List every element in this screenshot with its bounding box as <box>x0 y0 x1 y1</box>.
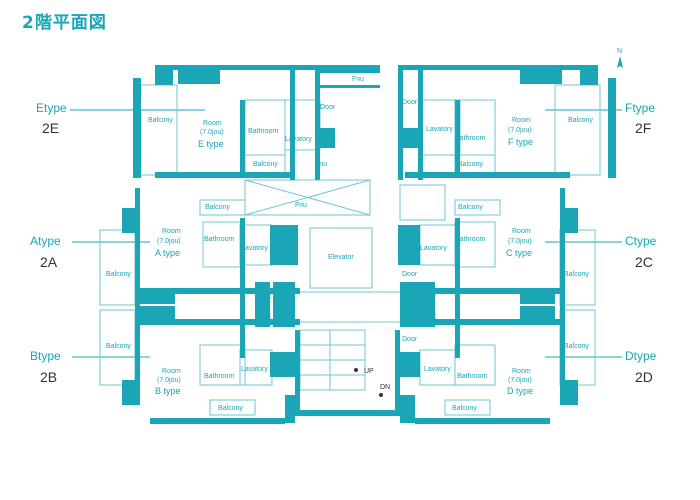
mb-e: MB <box>322 135 333 142</box>
closet-f: Closet <box>527 73 547 80</box>
mb-c: MB <box>402 303 413 310</box>
type-code-d: 2D <box>635 369 653 385</box>
type-label-c: Ctype <box>625 234 657 248</box>
fnu-top: Fnu <box>352 76 364 83</box>
lavatory-f: Lavatory <box>426 126 453 133</box>
room-labels: Balcony Closet Room (7.0jou) E type Bath… <box>106 73 593 412</box>
dn-label: DN <box>380 384 390 391</box>
up-label: UP <box>364 368 374 375</box>
balcony-c2: Balcony <box>564 271 589 278</box>
wic-a: WIC <box>258 294 272 301</box>
balcony-a: Balcony <box>205 204 230 211</box>
bathroom-d: Bathroom <box>457 373 488 380</box>
elevator: Elevator <box>328 254 354 261</box>
balcony-f: Balcony <box>568 117 593 124</box>
size-b: (7.0jou) <box>157 377 181 384</box>
walls <box>122 65 616 424</box>
balcony-e: Balcony <box>148 117 173 124</box>
balcony-b2: Balcony <box>106 343 131 350</box>
balcony-b: Balcony <box>218 405 243 412</box>
mb-b: MB <box>278 362 289 369</box>
lavatory-c: Lavatory <box>420 245 447 252</box>
room-e: Room <box>203 120 222 127</box>
door-f: Door <box>402 99 418 106</box>
closet-a: Closet <box>145 295 165 302</box>
room-a: Room <box>162 228 181 235</box>
type-label-b: Btype <box>30 349 61 363</box>
door-c: Door <box>402 271 418 278</box>
room-type-b: B type <box>155 386 181 396</box>
balcony-d: Balcony <box>452 405 477 412</box>
page-title: 2階平面図 <box>22 13 107 33</box>
wic-d: WIC <box>423 314 437 321</box>
stair-markers <box>354 368 383 397</box>
type-label-d: Dtype <box>625 349 657 363</box>
closet-d: Closet <box>525 312 545 319</box>
balcony-d2: Balcony <box>564 343 589 350</box>
room-f: Room <box>512 117 531 124</box>
room-type-a: A type <box>155 248 180 258</box>
size-e: (7.0jou) <box>200 129 224 136</box>
north-arrow: N <box>617 48 623 68</box>
door-a: Door <box>276 289 292 296</box>
fnu-center: Fnu <box>295 202 307 209</box>
door-e: Door <box>320 104 336 111</box>
lavatory-b: Lavatory <box>241 366 268 373</box>
type-code-a: 2A <box>40 254 58 270</box>
type-label-a: Atype <box>30 234 61 248</box>
balcony-a2: Balcony <box>106 271 131 278</box>
bathroom-f: Bathroom <box>455 135 486 142</box>
wic-b: WIC <box>258 314 272 321</box>
size-c: (7.0jou) <box>508 238 532 245</box>
room-type-d: D type <box>507 386 533 396</box>
bathroom-e: Bathroom <box>248 128 279 135</box>
lavatory-e: Lavatory <box>285 136 312 143</box>
wic-c: WIC <box>423 294 437 301</box>
lavatory-d: Lavatory <box>424 366 451 373</box>
closet-e: Closet <box>187 73 207 80</box>
balcony-c: Balcony <box>458 204 483 211</box>
type-code-b: 2B <box>40 369 58 385</box>
balcony-f2: Balcony <box>458 161 483 168</box>
size-f: (7.0jou) <box>508 127 532 134</box>
room-type-c: C type <box>506 248 532 258</box>
size-a: (7.0jou) <box>157 238 181 245</box>
room-c: Room <box>512 228 531 235</box>
closet-b: Closet <box>145 312 165 319</box>
room-type-e: E type <box>198 139 224 149</box>
room-type-f: F type <box>508 137 533 147</box>
bathroom-b: Bathroom <box>204 373 235 380</box>
mb-f: MB <box>402 140 413 147</box>
door-d: Door <box>402 336 418 343</box>
north-label: N <box>617 48 622 55</box>
size-d: (7.0jou) <box>508 377 532 384</box>
type-code-c: 2C <box>635 254 653 270</box>
type-label-f: Ftype <box>625 101 656 115</box>
balcony-e2: Balcony <box>253 161 278 168</box>
lavatory-a: Lavatory <box>241 245 268 252</box>
type-code-e: 2E <box>42 120 60 136</box>
bathroom-c: Bathroom <box>455 236 486 243</box>
fnu-e: Fnu <box>315 161 327 168</box>
door-b: Door <box>276 318 292 325</box>
type-label-e: Etype <box>36 101 67 115</box>
mb-a: MB <box>278 245 289 252</box>
room-d: Room <box>512 368 531 375</box>
room-b: Room <box>162 368 181 375</box>
type-code-f: 2F <box>635 120 652 136</box>
bathroom-a: Bathroom <box>204 236 235 243</box>
closet-c: Closet <box>525 295 545 302</box>
